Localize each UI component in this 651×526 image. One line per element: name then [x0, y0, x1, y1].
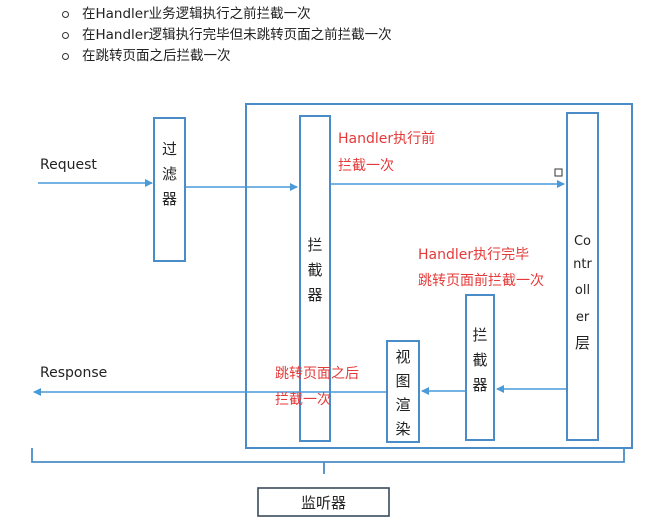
filter-box — [153, 117, 186, 262]
annotation-after-handler: 跳转页面前拦截一次 — [418, 272, 544, 289]
bullet-item: 在Handler逻辑执行完毕但未跳转页面之前拦截一次 — [58, 25, 392, 46]
annotation-after-view: 拦截一次 — [275, 392, 331, 408]
interceptor-main-char: 器 — [307, 286, 322, 304]
controller-box — [566, 112, 599, 441]
bullet-list: 在Handler业务逻辑执行之前拦截一次 在Handler逻辑执行完毕但未跳转页… — [58, 4, 392, 67]
interceptor-small-char: 截 — [472, 351, 487, 369]
annotation-before-handler: 拦截一次 — [338, 158, 394, 174]
view-render-char: 图 — [395, 372, 410, 390]
controller-label-line: ntr — [573, 257, 592, 272]
bullet-item: 在Handler业务逻辑执行之前拦截一次 — [58, 4, 392, 25]
annotation-after-view: 跳转页面之后 — [275, 366, 359, 382]
controller-label-line: er — [576, 310, 590, 325]
view-render-char: 染 — [395, 420, 410, 438]
interceptor-main-char: 截 — [307, 261, 322, 279]
interceptor-small-box — [465, 294, 495, 441]
request-label: Request — [40, 157, 97, 173]
listener-label: 监听器 — [301, 494, 346, 512]
filter-label-char: 器 — [162, 190, 177, 208]
annotation-before-handler: Handler执行前 — [338, 130, 435, 147]
filter-label-char: 滤 — [162, 165, 177, 183]
listener-brace — [31, 448, 625, 474]
view-render-char: 视 — [395, 348, 410, 366]
interceptor-main-box — [299, 115, 331, 442]
bullet-item: 在跳转页面之后拦截一次 — [58, 46, 392, 67]
interceptor-small-char: 器 — [472, 376, 487, 394]
controller-label-line: 层 — [575, 334, 590, 352]
container-box — [245, 103, 633, 449]
arrow-anchor-square — [554, 168, 563, 177]
controller-label-line: oll — [575, 283, 590, 298]
annotation-after-handler: Handler执行完毕 — [418, 247, 529, 263]
view-render-box — [386, 340, 420, 443]
filter-label-char: 过 — [162, 140, 177, 158]
controller-label-line: Co — [574, 234, 591, 249]
view-render-char: 渲 — [395, 396, 410, 414]
listener-box — [257, 487, 390, 517]
interceptor-main-char: 拦 — [307, 236, 322, 254]
interceptor-small-char: 拦 — [472, 326, 487, 344]
response-label: Response — [40, 365, 107, 381]
